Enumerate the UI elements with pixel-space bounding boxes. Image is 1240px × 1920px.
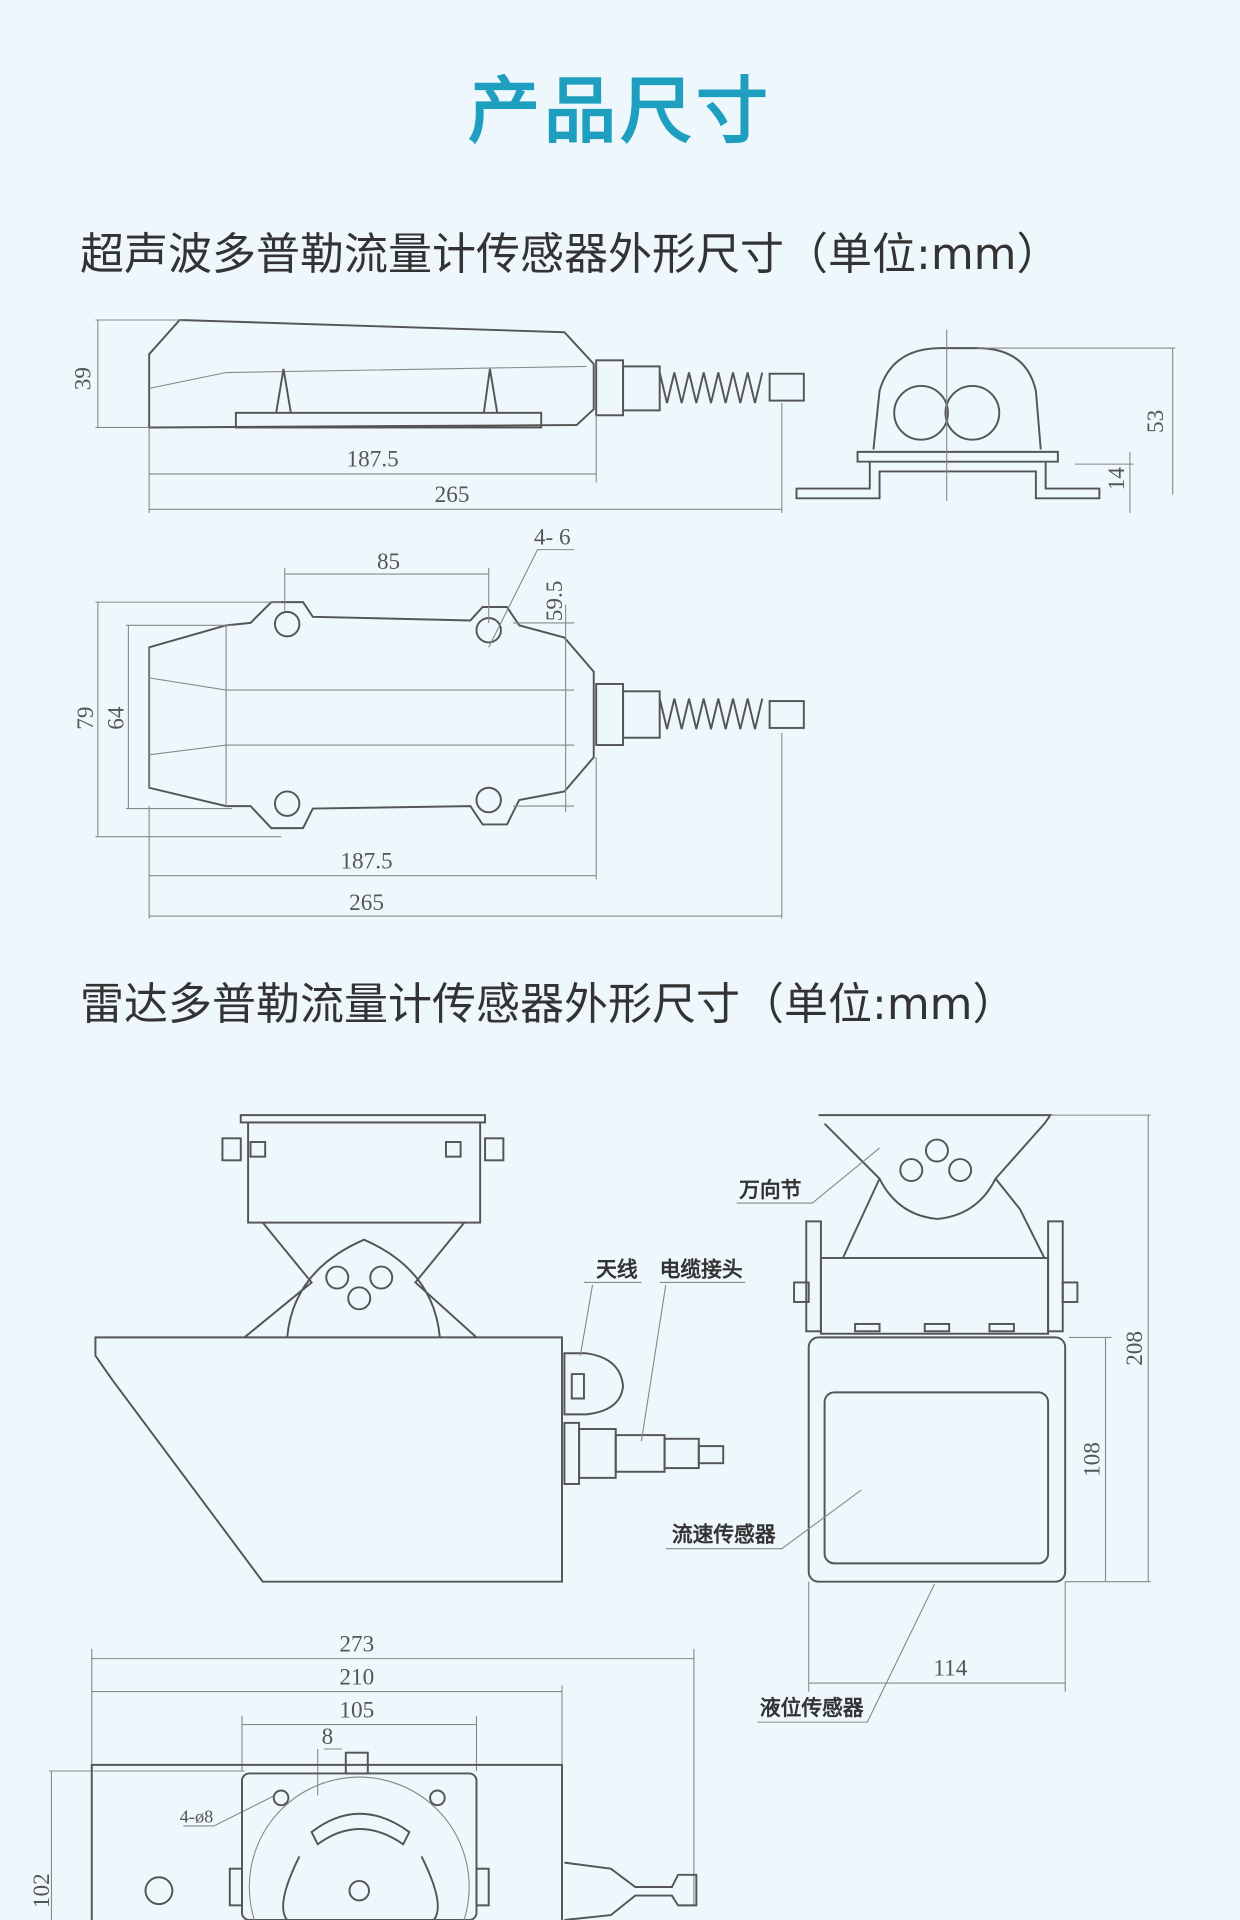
dim-total-height: 208 bbox=[1122, 1331, 1148, 1366]
label-antenna: 天线 bbox=[596, 1257, 638, 1281]
dim-plate-width: 105 bbox=[339, 1697, 374, 1723]
dim-offset: 59.5 bbox=[542, 581, 568, 622]
dim-hole-spacing: 85 bbox=[377, 549, 400, 575]
dim-top-body-length: 187.5 bbox=[340, 848, 392, 874]
dim-width-inner: 64 bbox=[104, 706, 130, 730]
dim-top-total-length: 265 bbox=[349, 890, 384, 916]
radar-front-view: 万向节 流速传感器 液位传感器 208 108 114 bbox=[665, 1114, 1151, 1723]
dim-holes: 4-ø8 bbox=[180, 1806, 214, 1826]
dim-slot: 8 bbox=[322, 1724, 334, 1750]
dim-total-length: 265 bbox=[435, 482, 470, 508]
dim-bracket: 14 bbox=[1104, 467, 1130, 491]
label-velocity-sensor: 流速传感器 bbox=[672, 1522, 776, 1546]
label-universal-joint: 万向节 bbox=[738, 1178, 802, 1202]
dim-height: 39 bbox=[71, 367, 97, 390]
dim-body-length: 187.5 bbox=[347, 447, 399, 473]
dim-width-outer: 79 bbox=[73, 707, 99, 730]
dim-holes: 4- 6 bbox=[534, 525, 571, 551]
page-title: 产品尺寸 bbox=[467, 69, 772, 153]
ultrasonic-end-view: 53 14 bbox=[795, 329, 1176, 513]
radar-side-view: 天线 电缆接头 bbox=[94, 1114, 746, 1583]
dim-width: 114 bbox=[933, 1656, 967, 1682]
dim-overall-length: 273 bbox=[339, 1631, 374, 1657]
radar-section-heading: 雷达多普勒流量计传感器外形尺寸（单位:mm） bbox=[80, 979, 1017, 1030]
ultrasonic-top-view: 85 4- 6 59.5 79 64 187.5 265 bbox=[73, 525, 805, 919]
label-cable-connector: 电缆接头 bbox=[660, 1257, 743, 1281]
dim-body-length: 210 bbox=[339, 1664, 374, 1690]
ultrasonic-section-heading: 超声波多普勒流量计传感器外形尺寸（单位:mm） bbox=[80, 229, 1061, 280]
dim-body-height: 108 bbox=[1079, 1442, 1105, 1477]
dim-bottom-height: 102 bbox=[29, 1873, 55, 1908]
ultrasonic-side-view: 39 187.5 265 bbox=[71, 319, 805, 513]
label-level-sensor: 液位传感器 bbox=[760, 1696, 864, 1720]
radar-bottom-view: 273 210 105 8 4-ø8 102 bbox=[29, 1631, 698, 1920]
dim-end-height: 53 bbox=[1143, 410, 1169, 433]
